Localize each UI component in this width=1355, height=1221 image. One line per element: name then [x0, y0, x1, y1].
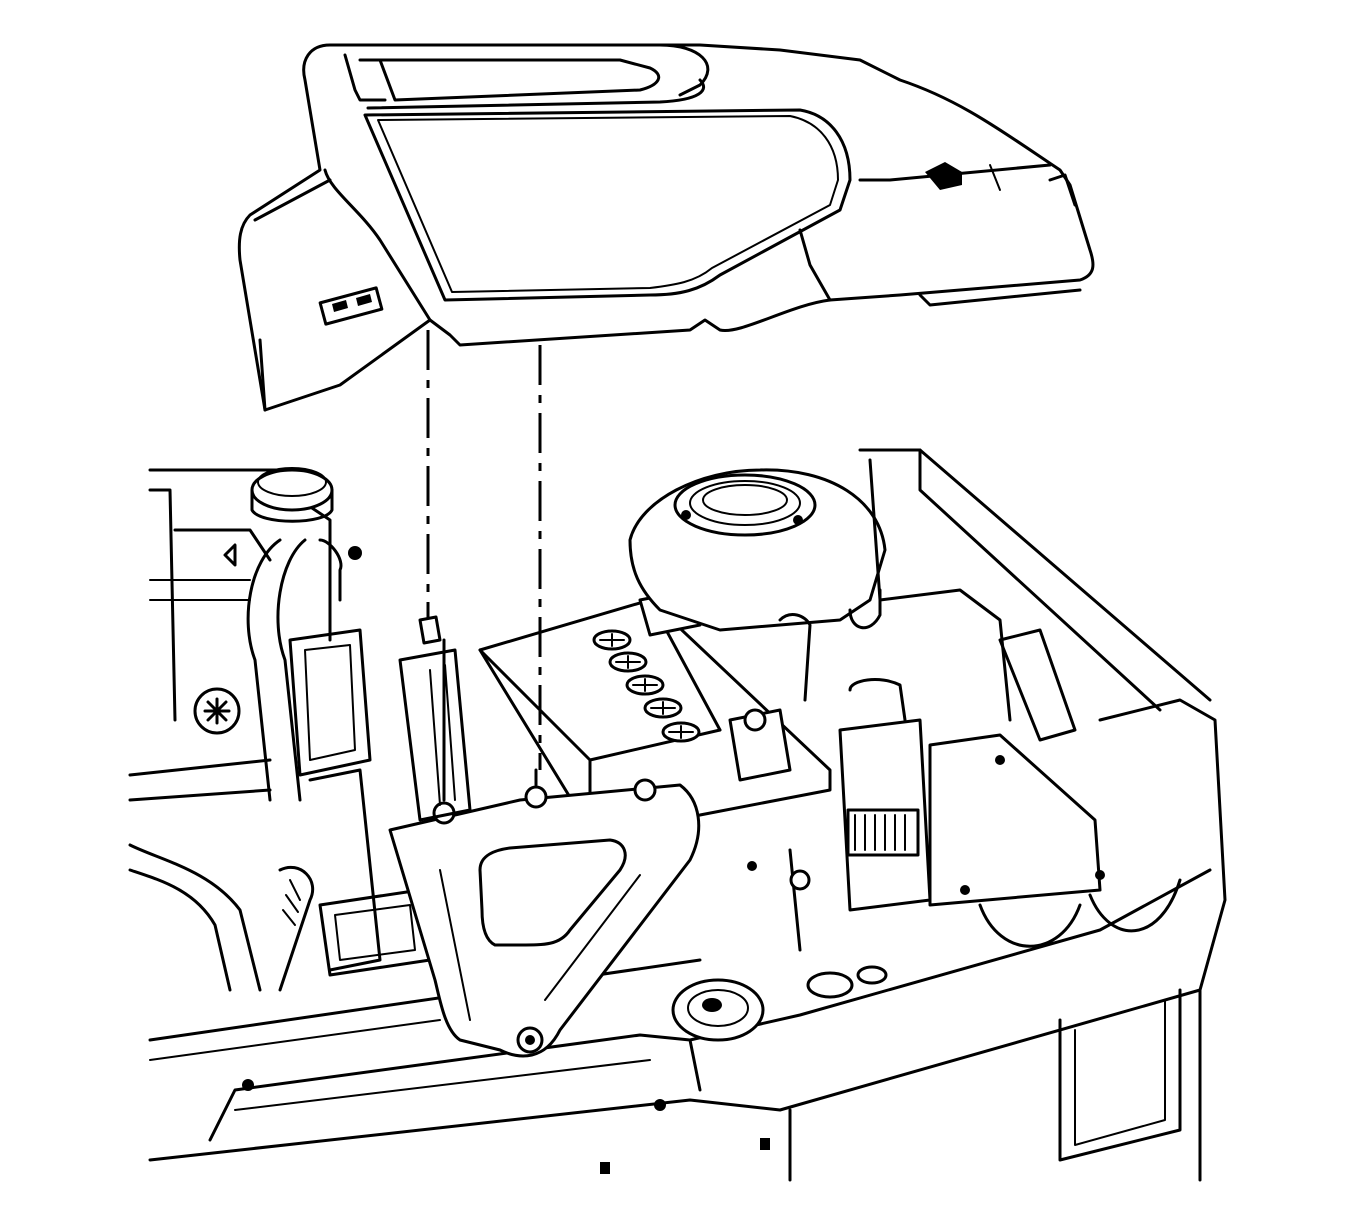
air-cleaner-housing: [628, 468, 887, 632]
left-components: [278, 538, 432, 992]
fuse-block: [778, 448, 1212, 952]
alignment-lines: [426, 330, 542, 770]
battery-hold-down-bracket: [388, 615, 701, 1058]
misc-parts: [671, 861, 888, 1042]
battery-cell-caps: [592, 629, 701, 743]
radiator-support: [148, 698, 1227, 1182]
engine-bay: [128, 448, 1227, 1182]
terminal-emblem-left: [318, 286, 384, 326]
battery-cover: [237, 43, 1095, 412]
coolant-reservoir: [128, 467, 334, 992]
terminal-emblem-right: [925, 162, 1001, 191]
